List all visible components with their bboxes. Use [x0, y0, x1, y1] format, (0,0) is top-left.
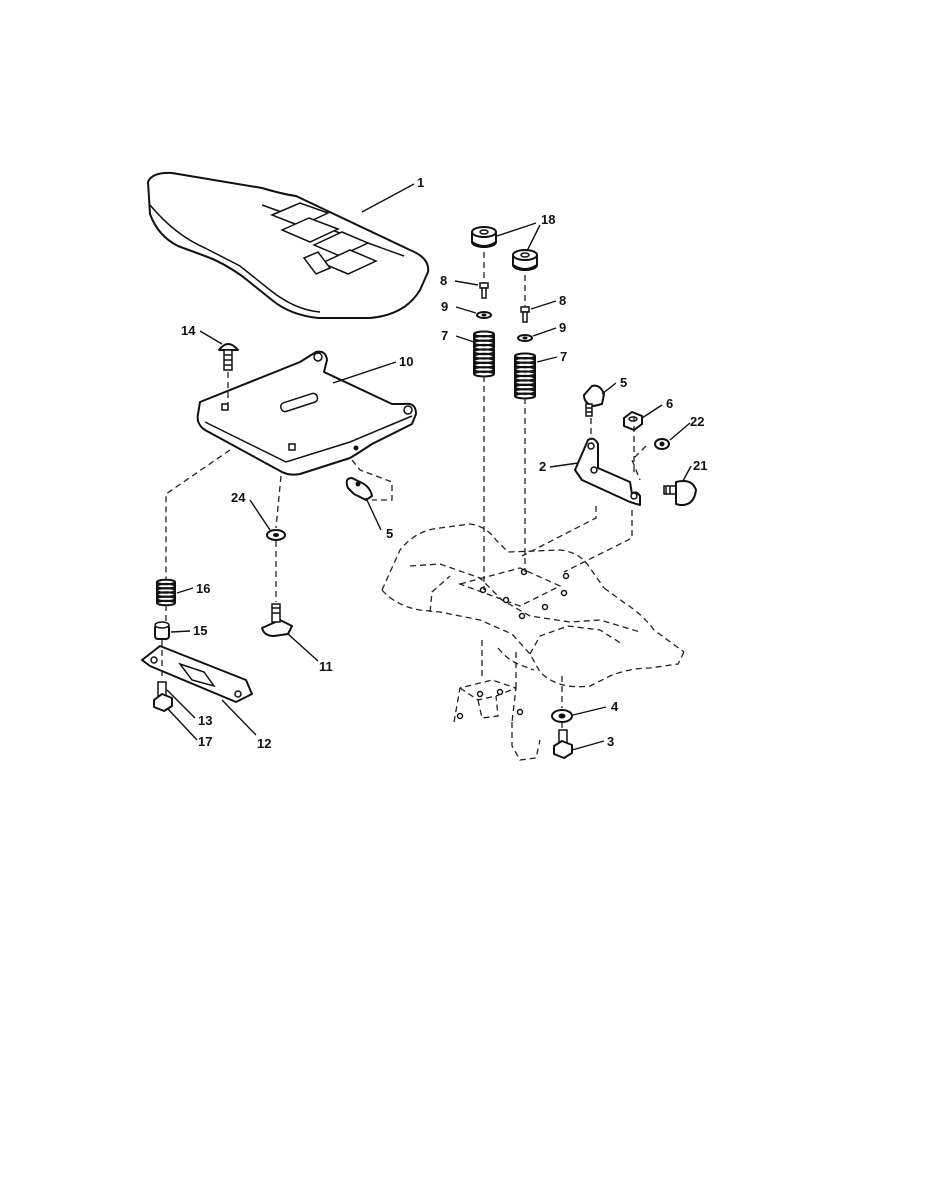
- carriage-bolt: [218, 343, 239, 371]
- washer-22: [654, 438, 670, 450]
- spring-right: [514, 352, 536, 400]
- callout-4: 4: [611, 699, 619, 714]
- nut-17: [153, 693, 173, 712]
- callout-7-left: 7: [441, 328, 448, 343]
- callout-15: 15: [193, 623, 207, 638]
- callout-5-upper: 5: [620, 375, 627, 390]
- washer-4: [551, 709, 573, 723]
- callout-2: 2: [539, 459, 546, 474]
- shoulder-bolt-21: [663, 480, 697, 507]
- spring-coil: [156, 599, 176, 607]
- bolt-3: [553, 729, 573, 759]
- bumper-right: [512, 249, 538, 271]
- knob-upper: [583, 384, 605, 417]
- bumper-left: [471, 226, 497, 248]
- callout-13: 13: [198, 713, 212, 728]
- washer-left: [476, 311, 492, 319]
- spring-16: [156, 578, 176, 607]
- callout-11: 11: [319, 659, 333, 674]
- spring-coil: [514, 392, 536, 400]
- plate-12: [141, 645, 253, 703]
- callout-12: 12: [257, 736, 271, 751]
- callout-17: 17: [198, 734, 212, 749]
- callout-8-left: 8: [440, 273, 447, 288]
- callouts: 1 18 8 9 7 8 9 7 10 14 5 6 22 21 2 5 24 …: [181, 175, 707, 751]
- callout-10: 10: [399, 354, 413, 369]
- seat: [147, 171, 430, 319]
- screw-right: [520, 306, 530, 323]
- spring-left: [473, 330, 495, 378]
- bracket: [574, 437, 641, 506]
- screw-left: [479, 282, 489, 299]
- callout-6: 6: [666, 396, 673, 411]
- callout-9-right: 9: [559, 320, 566, 335]
- seat-pan: [196, 350, 417, 476]
- callout-7-right: 7: [560, 349, 567, 364]
- assembly-lines: [161, 252, 647, 730]
- callout-21: 21: [693, 458, 707, 473]
- callout-1: 1: [417, 175, 424, 190]
- callout-24: 24: [231, 490, 246, 505]
- callout-18: 18: [541, 212, 555, 227]
- clip-lower: [345, 477, 373, 501]
- callout-8-right: 8: [559, 293, 566, 308]
- callout-16: 16: [196, 581, 210, 596]
- leader-lines: [166, 183, 692, 751]
- spring-coil: [473, 370, 495, 378]
- washer-24: [266, 529, 286, 541]
- callout-22: 22: [690, 414, 704, 429]
- callout-3: 3: [607, 734, 614, 749]
- knob-11: [261, 603, 293, 637]
- nut-6: [623, 411, 643, 431]
- callout-5-lower: 5: [386, 526, 393, 541]
- callout-14: 14: [181, 323, 196, 338]
- frame-outline: [381, 523, 685, 761]
- washer-right: [517, 334, 533, 342]
- spacer-15: [154, 621, 170, 640]
- callout-9-left: 9: [441, 299, 448, 314]
